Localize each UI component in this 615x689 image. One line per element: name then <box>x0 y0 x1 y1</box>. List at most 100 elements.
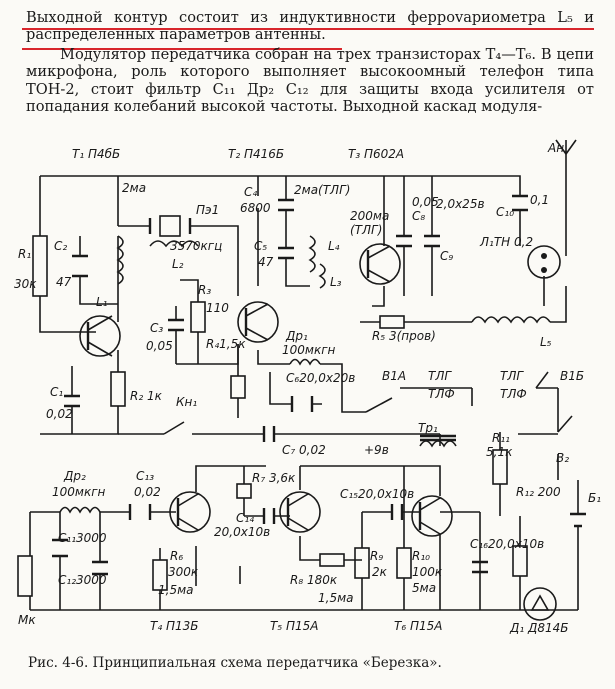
capacitor-c4 <box>278 198 294 212</box>
svg-text:100мкгн: 100мкгн <box>52 485 106 499</box>
svg-text:C₁₀: C₁₀ <box>496 205 514 219</box>
capacitor-c14 <box>262 508 276 524</box>
svg-text:T₁ П4бБ: T₁ П4бБ <box>72 147 120 161</box>
svg-text:R₁₂ 200: R₁₂ 200 <box>516 485 561 499</box>
resistor-r5 <box>379 315 405 329</box>
svg-text:R₃: R₃ <box>198 283 211 297</box>
svg-text:C₆20,0x20в: C₆20,0x20в <box>286 371 355 385</box>
svg-text:T₆ П15А: T₆ П15А <box>394 619 442 633</box>
svg-text:200ма: 200ма <box>350 209 389 223</box>
svg-text:C₉: C₉ <box>440 249 453 263</box>
svg-text:5ма: 5ма <box>412 581 436 595</box>
svg-text:R₄1,5к: R₄1,5к <box>206 337 246 351</box>
svg-text:R₆: R₆ <box>170 549 183 563</box>
svg-text:Б₁: Б₁ <box>588 491 601 505</box>
capacitor-c3 <box>168 318 184 332</box>
rf-wires <box>39 154 579 610</box>
figure-caption: Рис. 4-6. Принципиальная схема передатчи… <box>28 655 442 671</box>
resistor-r1 <box>32 235 48 297</box>
resistor-r10 <box>396 547 412 579</box>
svg-text:В₂: В₂ <box>556 451 569 465</box>
components <box>17 139 586 621</box>
af-wires <box>29 434 578 611</box>
capacitor-c10 <box>512 194 528 212</box>
svg-text:C₁₂3000: C₁₂3000 <box>58 573 107 587</box>
capacitor-c5 <box>278 246 294 260</box>
svg-text:100мкгн: 100мкгн <box>282 343 336 357</box>
paragraph-output-circuit: Выходной контур состоит из индуктивности… <box>26 9 594 44</box>
svg-text:ТЛФ: ТЛФ <box>500 387 527 401</box>
antenna-icon <box>555 139 577 155</box>
transistor-t6 <box>411 495 453 537</box>
svg-text:(ТЛГ): (ТЛГ) <box>350 223 382 237</box>
capacitor-c15 <box>390 504 404 520</box>
transistor-t4 <box>169 491 211 533</box>
svg-text:L₃: L₃ <box>330 275 342 289</box>
svg-text:ТЛГ: ТЛГ <box>500 369 524 383</box>
resistor-r9 <box>354 547 370 579</box>
svg-text:L₂: L₂ <box>172 257 184 271</box>
resistor-r8 <box>319 553 345 567</box>
svg-text:0,1: 0,1 <box>530 193 549 207</box>
svg-text:0,05: 0,05 <box>412 195 439 209</box>
coil-l4 <box>308 235 316 273</box>
svg-text:300к: 300к <box>168 565 199 579</box>
lamp-l1 <box>527 245 561 279</box>
coil-l5 <box>471 316 551 324</box>
svg-text:6800: 6800 <box>240 201 271 215</box>
svg-text:100к: 100к <box>412 565 443 579</box>
paragraph-modulator: Модулятор передатчика собран на трех тра… <box>26 46 594 116</box>
svg-text:C₂: C₂ <box>54 239 67 253</box>
svg-text:1,5ма: 1,5ма <box>158 583 194 597</box>
switch-v1a <box>365 397 393 413</box>
svg-text:110: 110 <box>206 301 229 315</box>
svg-text:L₅: L₅ <box>540 335 552 349</box>
capacitor-c7 <box>262 426 276 442</box>
svg-text:R₈ 180к: R₈ 180к <box>290 573 338 587</box>
highlight-underline <box>22 28 594 30</box>
svg-text:2ма: 2ма <box>122 181 146 195</box>
svg-text:20,0x10в: 20,0x10в <box>214 525 270 539</box>
svg-text:+9в: +9в <box>364 443 389 457</box>
svg-text:R₂ 1к: R₂ 1к <box>130 389 163 403</box>
coil-l2 <box>149 240 199 248</box>
svg-text:C₃: C₃ <box>150 321 163 335</box>
svg-text:T₂ П416Б: T₂ П416Б <box>228 147 284 161</box>
svg-text:3570кгц: 3570кгц <box>170 239 222 253</box>
svg-text:R₁: R₁ <box>18 247 31 261</box>
coil-l3 <box>318 263 326 289</box>
svg-text:2к: 2к <box>372 565 388 579</box>
svg-text:2,0x25в: 2,0x25в <box>436 197 485 211</box>
resistor-r3 <box>190 301 206 333</box>
capacitor-c6 <box>290 396 314 412</box>
svg-text:47: 47 <box>56 275 72 289</box>
microphone-mk <box>17 555 33 597</box>
capacitor-c11 <box>52 538 68 558</box>
svg-text:Мк: Мк <box>18 613 36 627</box>
svg-text:В1Б: В1Б <box>560 369 584 383</box>
svg-text:C₈: C₈ <box>412 209 425 223</box>
svg-text:2ма(ТЛГ): 2ма(ТЛГ) <box>294 183 350 197</box>
svg-text:C₁₄: C₁₄ <box>236 511 254 525</box>
svg-text:30к: 30к <box>14 277 37 291</box>
capacitor-c8 <box>396 234 412 248</box>
svg-text:C₁: C₁ <box>50 385 63 399</box>
svg-text:1,5ма: 1,5ма <box>318 591 354 605</box>
crystal-pz1 <box>148 215 192 237</box>
resistor-r2 <box>110 371 126 407</box>
transistor-t3 <box>359 243 401 285</box>
svg-text:C₄: C₄ <box>244 185 257 199</box>
svg-text:Л₁ТН 0,2: Л₁ТН 0,2 <box>479 235 533 249</box>
capacitor-c2 <box>72 254 88 278</box>
svg-text:L₁: L₁ <box>96 295 108 309</box>
svg-text:R₇ 3,6к: R₇ 3,6к <box>252 471 296 485</box>
svg-text:R₁₀: R₁₀ <box>412 549 430 563</box>
capacitor-c1 <box>64 394 80 408</box>
resistor-r11 <box>492 449 508 485</box>
svg-text:0,02: 0,02 <box>46 407 73 421</box>
svg-text:C₁₁3000: C₁₁3000 <box>58 531 107 545</box>
svg-text:C₇ 0,02: C₇ 0,02 <box>282 443 326 457</box>
switch-v2 <box>557 415 573 433</box>
svg-text:Др₁: Др₁ <box>285 329 308 343</box>
svg-text:ТЛФ: ТЛФ <box>428 387 455 401</box>
